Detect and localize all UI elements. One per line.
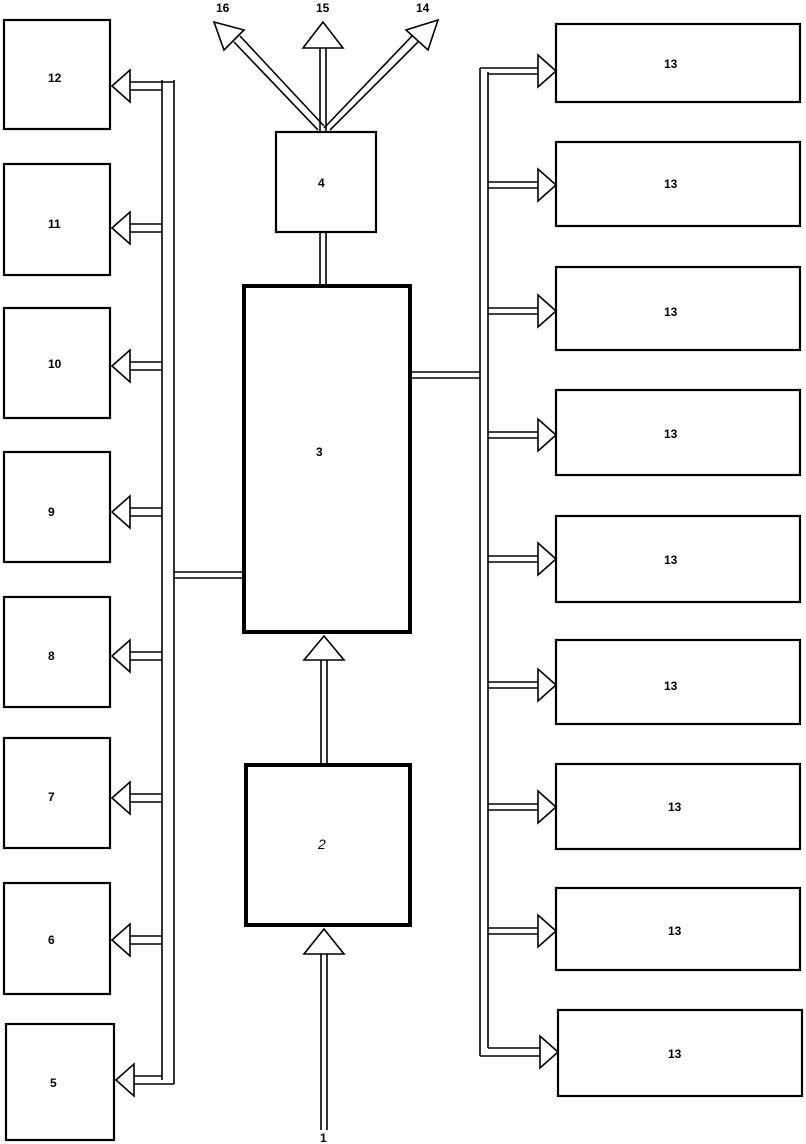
block-13-7: 13 [554,762,802,851]
left-branches [128,81,174,1085]
block-10: 10 [2,306,112,420]
right-branches [480,67,542,1057]
left-bus [161,80,244,1084]
block-2: 2 [244,763,412,927]
signal-label-1: 1 [320,1131,327,1144]
block-7: 7 [2,736,112,850]
block-12: 12 [2,18,112,131]
block-13-1-label: 13 [664,57,678,71]
block-13-4: 13 [554,388,802,477]
block-5-label: 5 [50,1076,57,1090]
block-13-4-label: 13 [664,427,678,441]
output-arrow-14 [323,18,440,131]
output-arrow-15 [301,20,345,132]
signal-label-16: 16 [216,1,230,15]
block-8-label: 8 [48,649,55,663]
block-12-label: 12 [48,71,62,85]
block-13-1: 13 [554,22,802,104]
block-13-6: 13 [554,638,802,726]
block-13-5-label: 13 [664,553,678,567]
block-13-6-label: 13 [664,679,678,693]
block-13-9: 13 [556,1008,804,1098]
right-bus [410,68,489,1056]
block-3-label: 3 [316,445,323,459]
block-6: 6 [2,881,112,996]
input-arrow-1 [302,927,346,1130]
block-13-5: 13 [554,514,802,604]
block-11: 11 [2,162,112,277]
block-8: 8 [2,595,112,709]
block-5: 5 [4,1022,116,1142]
block-13-3-label: 13 [664,305,678,319]
link-2-to-3 [302,634,346,765]
left-arrowheads [110,68,135,1098]
block-13-8: 13 [554,886,802,972]
block-13-2: 13 [554,140,802,228]
block-9: 9 [2,450,112,564]
block-13-2-label: 13 [664,177,678,191]
output-arrow-16 [212,20,325,131]
block-4: 4 [274,130,378,234]
block-4-label: 4 [318,176,325,190]
signal-label-14: 14 [416,1,430,15]
block-3: 3 [242,284,412,634]
block-13-8-label: 13 [668,924,682,938]
block-9-label: 9 [48,505,55,519]
block-7-label: 7 [48,790,55,804]
block-11-label: 11 [48,217,61,231]
block-13-9-label: 13 [668,1047,682,1061]
block-13-7-label: 13 [668,800,682,814]
block-13-3: 13 [554,265,802,352]
block-10-label: 10 [48,357,62,371]
block-6-label: 6 [48,933,55,947]
signal-label-15: 15 [316,1,330,15]
block-2-label: 2 [317,836,326,852]
right-arrowheads [537,53,560,1070]
link-3-to-4 [319,232,327,286]
